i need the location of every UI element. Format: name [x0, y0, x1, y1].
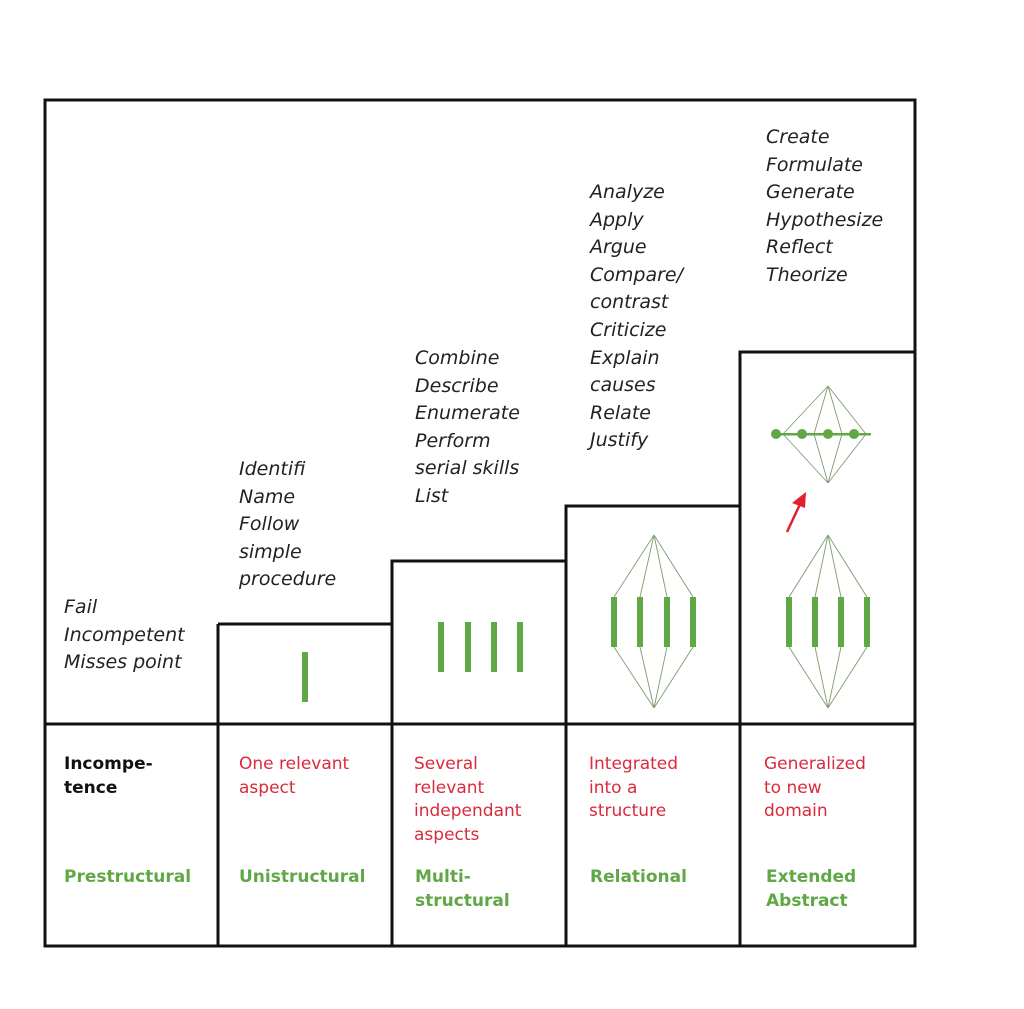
verb-item: Argue — [590, 236, 647, 259]
arrow-up-icon — [785, 492, 806, 533]
verb-item: Generate — [766, 181, 855, 204]
verb-item: Reflect — [766, 236, 833, 259]
verb-item: Incompetent — [64, 623, 185, 646]
verb-item: Compare/ — [590, 263, 684, 286]
level-prestructural: Prestructural — [64, 867, 192, 887]
description-multistructural: Several relevant independant aspects — [414, 754, 522, 845]
verb-item: contrast — [590, 291, 669, 314]
verb-item: Follow — [239, 513, 300, 536]
verb-item: List — [415, 484, 449, 507]
verb-item: Describe — [415, 374, 499, 397]
verb-item: serial skills — [415, 457, 520, 480]
verb-item: Name — [239, 485, 296, 508]
description-relational: Integrated into a structure — [589, 754, 679, 821]
verb-item: Enumerate — [415, 402, 520, 425]
verb-item: Identifi — [239, 458, 306, 480]
staircase-frame — [43, 98, 917, 948]
level-extended-abstract: Extended Abstract — [766, 867, 857, 911]
verb-item: Theorize — [766, 263, 848, 286]
multistructural-shape — [438, 622, 523, 672]
level-multistructural: Multi- structural — [415, 867, 510, 911]
description-prestructural: Incompe- tence — [64, 754, 153, 798]
verb-item: Explain — [590, 346, 660, 369]
extended-abstract-shape — [771, 385, 871, 709]
description-extended-abstract: Generalized to new domain — [764, 754, 866, 821]
verb-item: Hypothesize — [766, 208, 884, 231]
verb-item: Apply — [590, 208, 644, 231]
verb-item: Misses point — [64, 651, 182, 674]
verb-item: Create — [766, 126, 830, 148]
verb-item: causes — [590, 374, 656, 397]
verb-item: Fail — [64, 596, 98, 618]
verb-item: Justify — [590, 429, 649, 452]
verb-item: Combine — [415, 347, 500, 369]
verb-item: simple — [239, 540, 302, 563]
relational-shape — [611, 534, 696, 709]
verb-item: Perform — [415, 429, 491, 452]
level-relational: Relational — [590, 867, 687, 887]
level-unistructural: Unistructural — [239, 867, 366, 887]
verb-item: Criticize — [590, 318, 667, 341]
verb-item: Formulate — [766, 153, 863, 176]
verb-item: Relate — [590, 401, 651, 424]
unistructural-shape — [302, 652, 308, 702]
description-unistructural: One relevant aspect — [239, 754, 350, 798]
verb-item: procedure — [239, 568, 337, 591]
verb-item: Analyze — [590, 181, 665, 203]
